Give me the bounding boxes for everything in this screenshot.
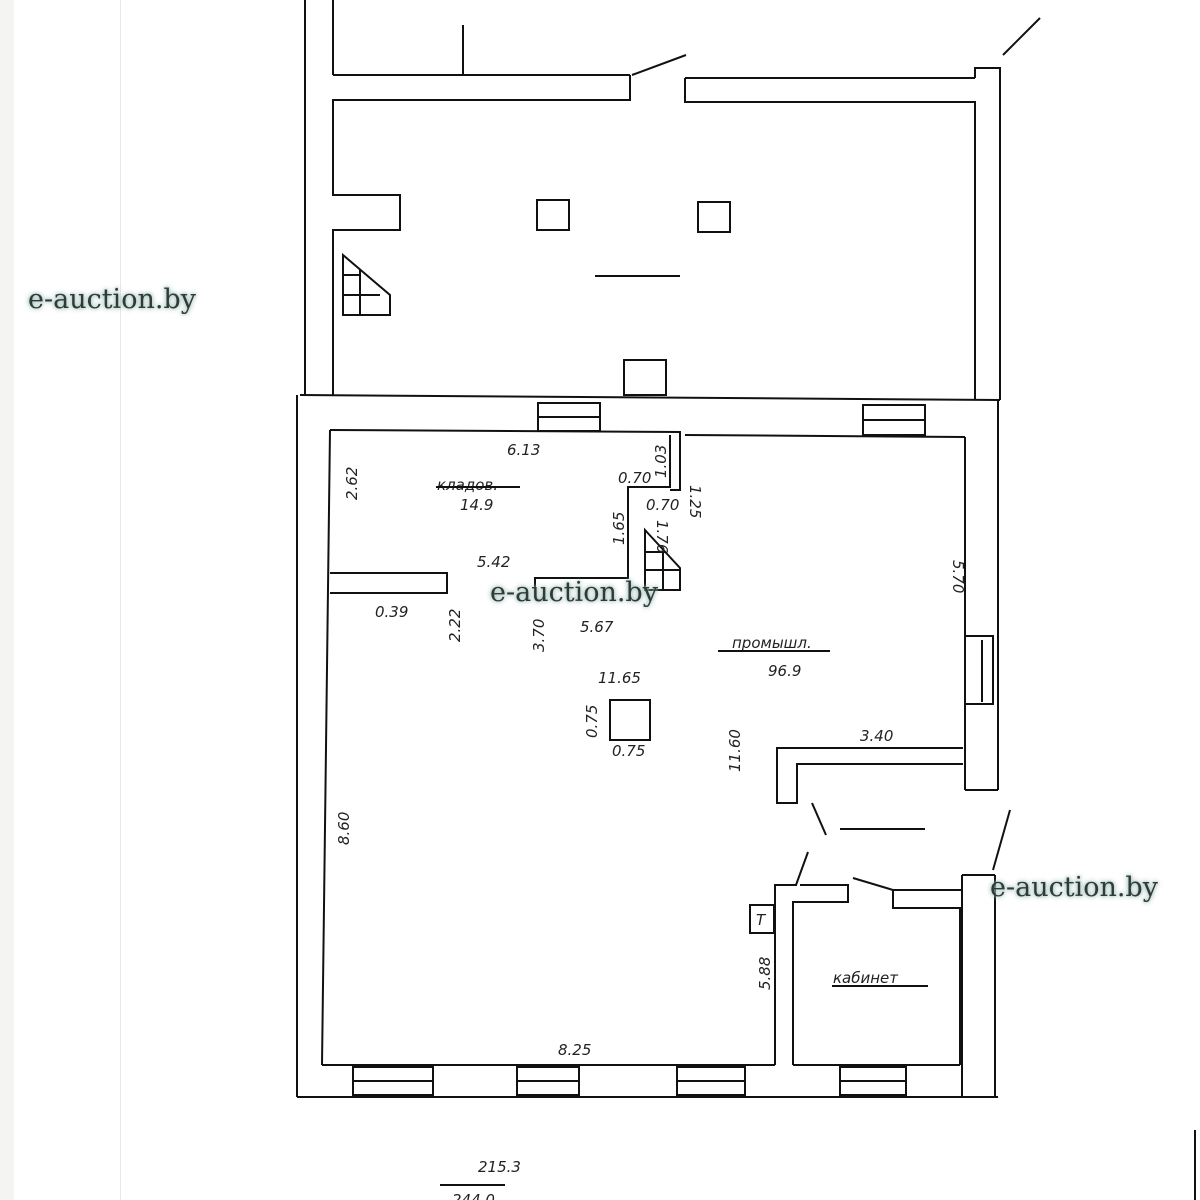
svg-text:5.67: 5.67	[580, 618, 614, 636]
svg-text:8.25: 8.25	[558, 1041, 591, 1059]
stair-symbol: T	[756, 911, 767, 929]
svg-text:6.13: 6.13	[507, 441, 540, 459]
room-label-storage: кладов.	[437, 476, 498, 494]
svg-text:0.75: 0.75	[583, 705, 601, 738]
svg-text:2.22: 2.22	[446, 609, 464, 642]
upper-room-walls	[304, 0, 1041, 400]
svg-text:2.62: 2.62	[343, 467, 361, 500]
svg-text:0.70: 0.70	[646, 496, 679, 514]
scan-fold-line	[120, 0, 121, 1200]
scan-edge	[0, 0, 14, 1200]
room-label-production: промышл.	[732, 634, 812, 652]
watermark: e-auction.by	[490, 577, 658, 608]
svg-text:3.40: 3.40	[860, 727, 893, 745]
svg-text:11.60: 11.60	[726, 729, 744, 772]
svg-text:0.39: 0.39	[375, 603, 408, 621]
watermark: e-auction.by	[28, 284, 196, 315]
svg-text:1.76: 1.76	[653, 520, 671, 553]
svg-text:0.70: 0.70	[618, 469, 651, 487]
svg-text:5.70: 5.70	[949, 560, 967, 593]
svg-text:5.88: 5.88	[756, 957, 774, 990]
total-area-denominator: 244.0	[452, 1191, 495, 1200]
room-label-office: кабинет	[833, 969, 899, 987]
svg-text:11.65: 11.65	[598, 669, 641, 687]
svg-text:3.70: 3.70	[530, 619, 548, 652]
total-area: 215.3	[478, 1158, 521, 1176]
svg-text:5.42: 5.42	[477, 553, 510, 571]
watermark: e-auction.by	[990, 872, 1158, 903]
lower-walls: T	[296, 395, 1011, 1098]
svg-text:1.65: 1.65	[610, 512, 628, 545]
room-area-production: 96.9	[768, 662, 801, 680]
svg-text:8.60: 8.60	[335, 812, 353, 845]
svg-text:0.75: 0.75	[612, 742, 645, 760]
room-area-storage: 14.9	[460, 496, 493, 514]
windows	[352, 1066, 907, 1096]
dimension-labels: 6.13 2.62 1.03 1.25 0.70 0.70 1.65 1.76 …	[335, 441, 967, 1059]
svg-text:1.25: 1.25	[686, 485, 704, 518]
svg-text:1.03: 1.03	[652, 445, 670, 478]
middle-wall	[299, 394, 1001, 491]
